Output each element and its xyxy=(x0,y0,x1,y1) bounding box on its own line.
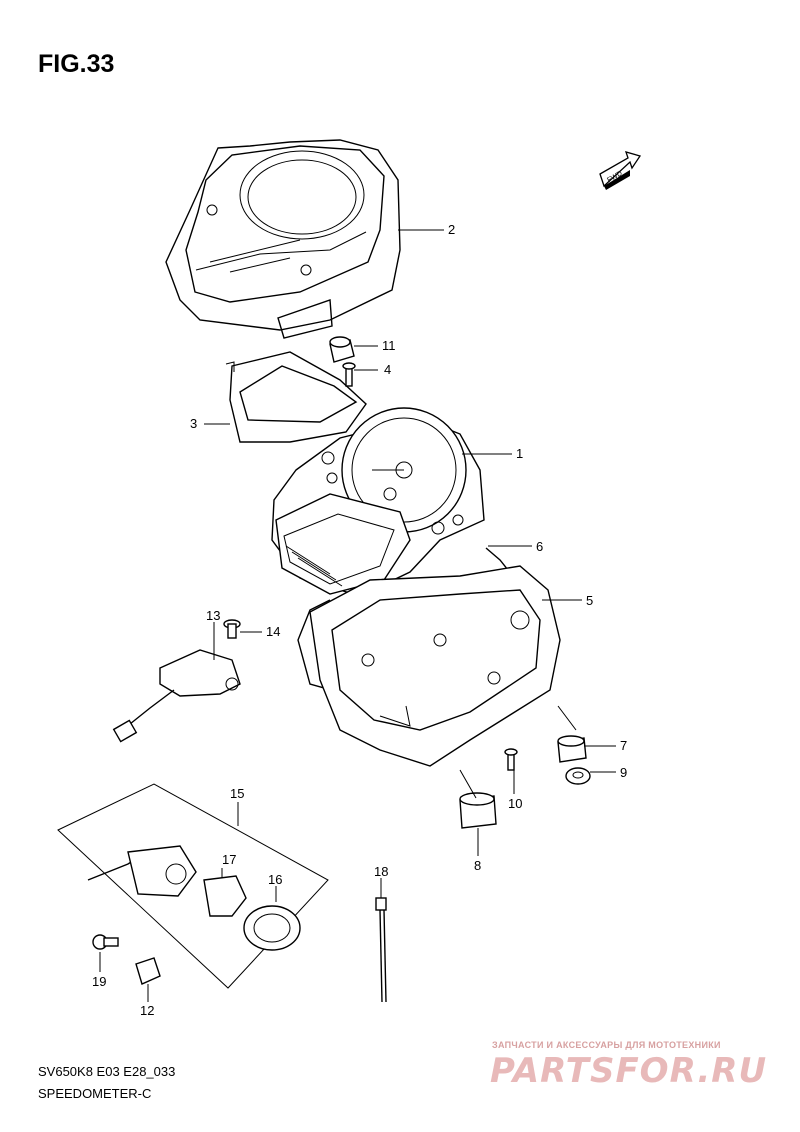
bulb-part-19 xyxy=(92,934,119,950)
screw-part-4 xyxy=(342,362,356,387)
collar-part-9 xyxy=(565,767,591,785)
watermark-logo: PARTSFOR.RU xyxy=(490,1051,768,1091)
watermark-caption: ЗАПЧАСТИ И АКСЕССУАРЫ ДЛЯ МОТОТЕХНИКИ xyxy=(492,1040,721,1050)
callout-labels: 1 2 3 4 5 6 7 8 9 10 11 12 13 14 15 16 1… xyxy=(92,222,627,1018)
figure-title: FIG.33 xyxy=(38,50,115,78)
callout-19: 19 xyxy=(92,974,106,989)
callout-10: 10 xyxy=(508,796,522,811)
callout-4: 4 xyxy=(384,362,391,377)
callout-5: 5 xyxy=(586,593,593,608)
callout-18: 18 xyxy=(374,864,388,879)
callout-6: 6 xyxy=(536,539,543,554)
callout-16: 16 xyxy=(268,872,282,887)
meter-cover-part xyxy=(165,139,401,339)
callout-7: 7 xyxy=(620,738,627,753)
callout-1: 1 xyxy=(516,446,523,461)
section-name: SPEEDOMETER-C xyxy=(38,1086,152,1101)
callout-8: 8 xyxy=(474,858,481,873)
callout-2: 2 xyxy=(448,222,455,237)
screw-part-10 xyxy=(504,748,518,771)
callout-11: 11 xyxy=(382,338,396,353)
callout-17: 17 xyxy=(222,852,236,867)
tie-band-part-18 xyxy=(375,897,387,1003)
socket-kit-part-15 xyxy=(57,783,329,989)
callout-15: 15 xyxy=(230,786,244,801)
grommet-part-7 xyxy=(557,735,587,763)
callout-leaders xyxy=(99,229,616,1002)
callout-14: 14 xyxy=(266,624,280,639)
callout-9: 9 xyxy=(620,765,627,780)
sensor-part-13 xyxy=(112,649,241,743)
bolt-part-14 xyxy=(223,619,241,639)
grommet-part-8 xyxy=(459,792,497,829)
meter-case-part xyxy=(309,565,561,767)
meter-lens-part xyxy=(225,351,367,443)
speedometer-assembly-part xyxy=(271,407,485,597)
callout-12: 12 xyxy=(140,1003,154,1018)
callout-13: 13 xyxy=(206,608,220,623)
grommet-part-11 xyxy=(329,336,355,363)
fwd-arrow-icon: FWD xyxy=(599,151,642,190)
model-code: SV650K8 E03 E28_033 xyxy=(38,1064,176,1079)
callout-3: 3 xyxy=(190,416,197,431)
clip-part-12 xyxy=(135,957,161,985)
